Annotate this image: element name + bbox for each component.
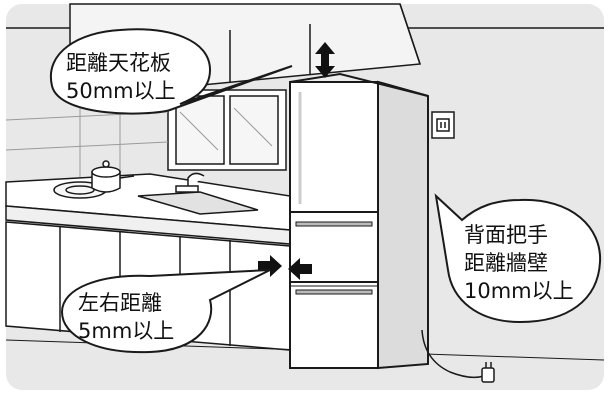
pot (91, 160, 135, 193)
callout-top-line-2: 50mm以上 (66, 79, 176, 103)
callout-side-bubble (60, 269, 271, 354)
power-cord (421, 329, 485, 379)
callout-side: 左右距離 5mm以上 (60, 269, 271, 354)
faucet (175, 172, 205, 193)
arrow-left-icon (288, 258, 312, 280)
callout-back-line-2: 距離牆壁 (464, 251, 548, 275)
callout-top-bubble (49, 28, 293, 115)
callout-top-line-1: 距離天花板 (66, 51, 171, 75)
callout-top: 距離天花板 50mm以上 (49, 28, 293, 115)
arrow-right-icon (258, 255, 282, 277)
outlet-icon (431, 111, 455, 139)
callout-back-line-1: 背面把手 (464, 223, 548, 247)
callout-side-line-1: 左右距離 (78, 291, 162, 315)
refrigerator (289, 72, 429, 370)
callout-back-line-3: 10mm以上 (464, 279, 574, 303)
callout-back: 背面把手 距離牆壁 10mm以上 (434, 193, 602, 324)
callout-back-bubble (434, 193, 602, 324)
plug-icon (481, 362, 495, 383)
callout-side-line-2: 5mm以上 (78, 319, 174, 343)
double-vertical-arrow-icon (315, 42, 335, 78)
countertop (5, 173, 291, 245)
window (167, 89, 287, 171)
